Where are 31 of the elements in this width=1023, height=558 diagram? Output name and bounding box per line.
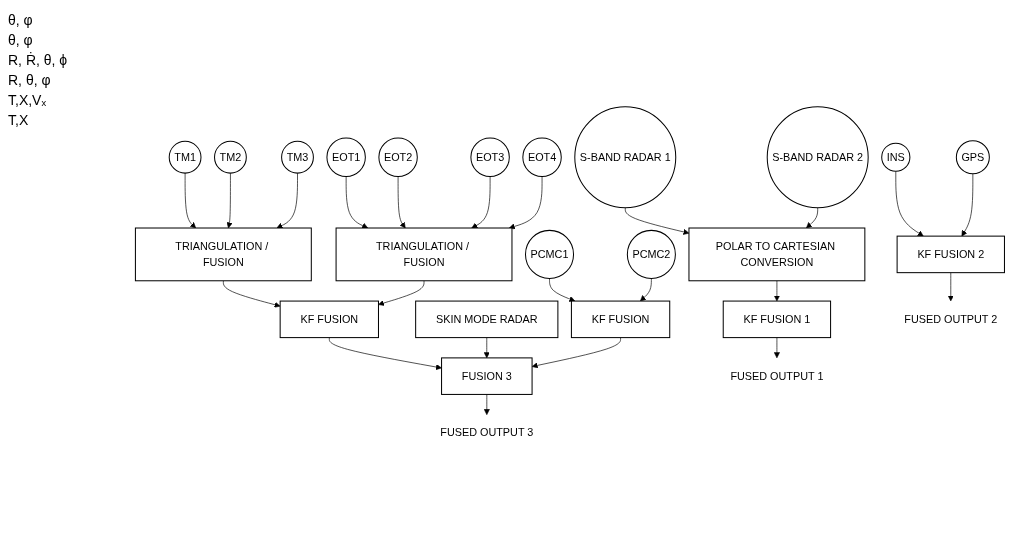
node-box: KF FUSION [279, 300, 379, 339]
note-label: θ, φ [8, 32, 34, 48]
node-circle: EOT2 [378, 137, 418, 177]
node-box: FUSION 3 [441, 357, 533, 395]
node-circle: PCMC1 [525, 229, 575, 279]
node-circle: S-BAND RADAR 1 [574, 106, 677, 209]
node-circle: S-BAND RADAR 2 [766, 106, 869, 209]
node-circle: INS [881, 142, 911, 172]
node-circle: TM1 [168, 140, 202, 174]
note-label: R, θ, φ [8, 72, 52, 88]
node-circle: PCMC2 [626, 229, 676, 279]
node-circle: TM3 [281, 140, 314, 174]
node-circle: EOT4 [522, 137, 562, 177]
node-circle: TM2 [214, 140, 247, 174]
node-circle: GPS [955, 140, 990, 175]
node-circle: EOT1 [326, 137, 366, 177]
node-box: SKIN MODE RADAR [415, 300, 559, 339]
node-box: TRIANGULATION / FUSION [335, 227, 513, 282]
node-box: KF FUSION 2 [896, 235, 1005, 274]
node-circle: EOT3 [470, 137, 510, 177]
node-text: FUSED OUTPUT 2 [904, 313, 998, 325]
node-box: KF FUSION [570, 300, 671, 339]
node-text: FUSED OUTPUT 3 [440, 426, 534, 439]
node-text: FUSED OUTPUT 1 [730, 370, 824, 382]
note-label: θ, φ [8, 12, 34, 28]
node-box: TRIANGULATION / FUSION [134, 227, 312, 282]
note-label: T,X,Vₓ [8, 92, 48, 108]
node-box: POLAR TO CARTESIAN CONVERSION [688, 227, 866, 282]
node-box: KF FUSION 1 [722, 300, 832, 339]
note-label: R, Ṙ, θ, ϕ [8, 52, 69, 68]
note-label: T,X [8, 112, 30, 128]
